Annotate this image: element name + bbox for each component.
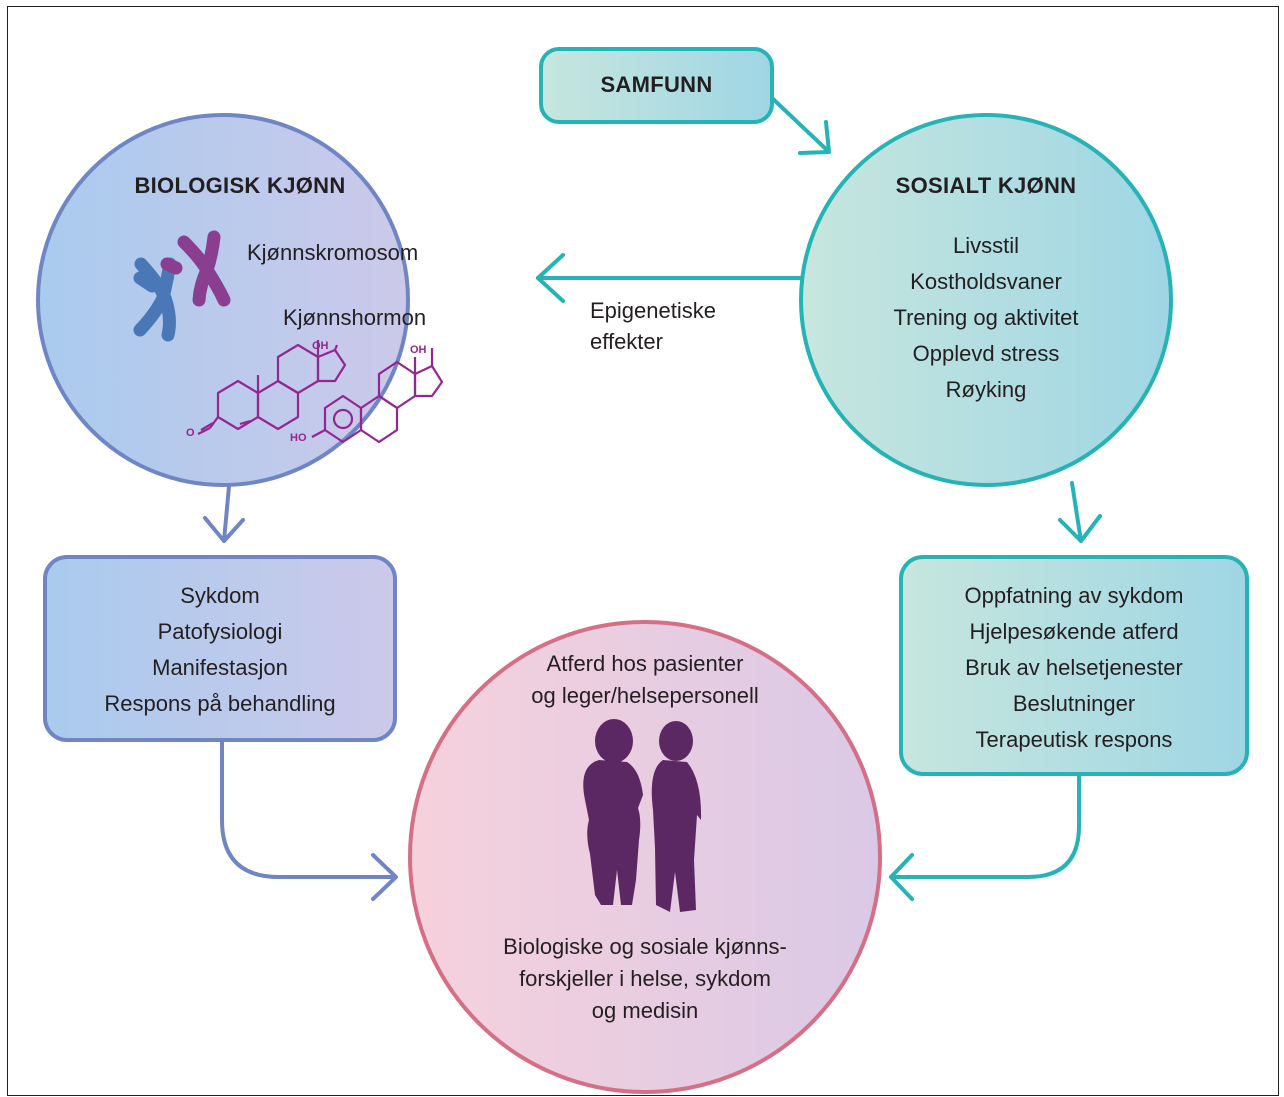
figure-frame: [7, 6, 1279, 1096]
social-box-item-2: Hjelpesøkende atferd: [969, 619, 1179, 644]
center-bottom-line-1: Biologiske og sosiale kjønns-: [503, 934, 787, 959]
chem-oh-label-2: OH: [410, 344, 427, 356]
social-box-item-5: Terapeutisk respons: [975, 727, 1173, 752]
center-circle: [408, 620, 882, 1094]
hormone-molecule-2-icon: [311, 348, 444, 444]
center-top-line-2: og leger/helsepersonell: [531, 683, 759, 708]
chromosome-icon: [133, 230, 231, 342]
center-bottom-line-2: forskjeller i helse, sykdom: [519, 966, 771, 991]
chem-oh-label-1: OH: [312, 340, 329, 352]
epigenetic-label-1: Epigenetiske: [590, 298, 716, 323]
hormone-label: Kjønnshormon: [283, 305, 427, 330]
social-item-1: Livsstil: [952, 233, 1019, 258]
social-gender-title: SOSIALT KJØNN: [895, 173, 1077, 198]
social-item-4: Opplevd stress: [912, 341, 1060, 366]
chem-o-label: O: [186, 427, 195, 439]
chromosome-label: Kjønnskromosom: [247, 240, 419, 265]
people-icon: [583, 719, 702, 912]
social-item-2: Kostholdsvaner: [910, 269, 1062, 294]
center-top-line-1: Atferd hos pasienter: [546, 651, 744, 676]
bio-box-item-2: Patofysiologi: [157, 619, 283, 644]
chem-ho-label: HO: [290, 432, 307, 444]
social-box-item-1: Oppfatning av sykdom: [964, 583, 1184, 608]
center-bottom-line-3: og medisin: [591, 998, 699, 1023]
social-item-5: Røyking: [945, 377, 1027, 402]
social-down-arrow: [1058, 481, 1102, 543]
bio-down-arrow: [203, 484, 245, 543]
social-outcomes-box: [899, 555, 1249, 776]
biological-sex-title: BIOLOGISK KJØNN: [134, 173, 346, 198]
social-item-3: Trening og aktivitet: [893, 305, 1079, 330]
epigenetic-arrow: [536, 253, 803, 303]
society-label: SAMFUNN: [600, 72, 713, 97]
bio-box-item-4: Respons på behandling: [104, 691, 336, 716]
social-box-item-3: Bruk av helsetjenester: [965, 655, 1183, 680]
social-gender-circle: [799, 113, 1173, 487]
social-to-center-arrow: [889, 772, 1081, 901]
society-box: [539, 47, 774, 124]
social-box-item-4: Beslutninger: [1012, 691, 1136, 716]
bio-box-item-3: Manifestasjon: [152, 655, 288, 680]
bio-box-item-1: Sykdom: [180, 583, 260, 608]
bio-to-center-arrow: [220, 738, 398, 901]
hormone-molecule-1-icon: [197, 340, 347, 435]
society-to-social-arrow: [770, 96, 831, 155]
epigenetic-label-2: effekter: [590, 329, 663, 354]
